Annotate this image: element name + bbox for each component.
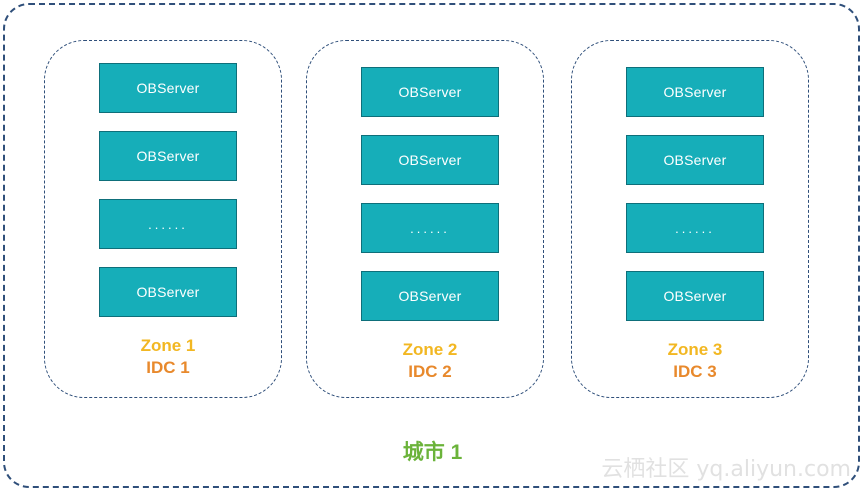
idc-1-label: IDC 1 [146,358,190,377]
idc-2-label: IDC 2 [408,362,452,381]
zone-1-server-1: OBServer [99,63,237,113]
zone-1-server-2: OBServer [99,131,237,181]
zone-2-server-ellipsis: ...... [361,203,499,253]
watermark: 云栖社区 yq.aliyun.com [601,457,851,482]
zone-3-server-ellipsis: ...... [626,203,764,253]
zone-2-server-3: OBServer [361,271,499,321]
city-container [3,3,860,488]
zone-1-server-ellipsis: ...... [99,199,237,249]
zone-2-label: Zone 2 [402,340,458,359]
zone-1-label: Zone 1 [140,336,196,355]
zone-3-container [571,40,809,398]
zone-3-server-3: OBServer [626,271,764,321]
idc-3-label: IDC 3 [673,362,717,381]
zone-1-server-3: OBServer [99,267,237,317]
zone-3-label: Zone 3 [667,340,723,359]
zone-2-server-1: OBServer [361,67,499,117]
zone-1-container [44,40,282,398]
zone-2-server-2: OBServer [361,135,499,185]
zone-3-server-1: OBServer [626,67,764,117]
city-label: 城市 1 [402,441,463,464]
zone-3-server-2: OBServer [626,135,764,185]
zone-2-container [306,40,544,398]
